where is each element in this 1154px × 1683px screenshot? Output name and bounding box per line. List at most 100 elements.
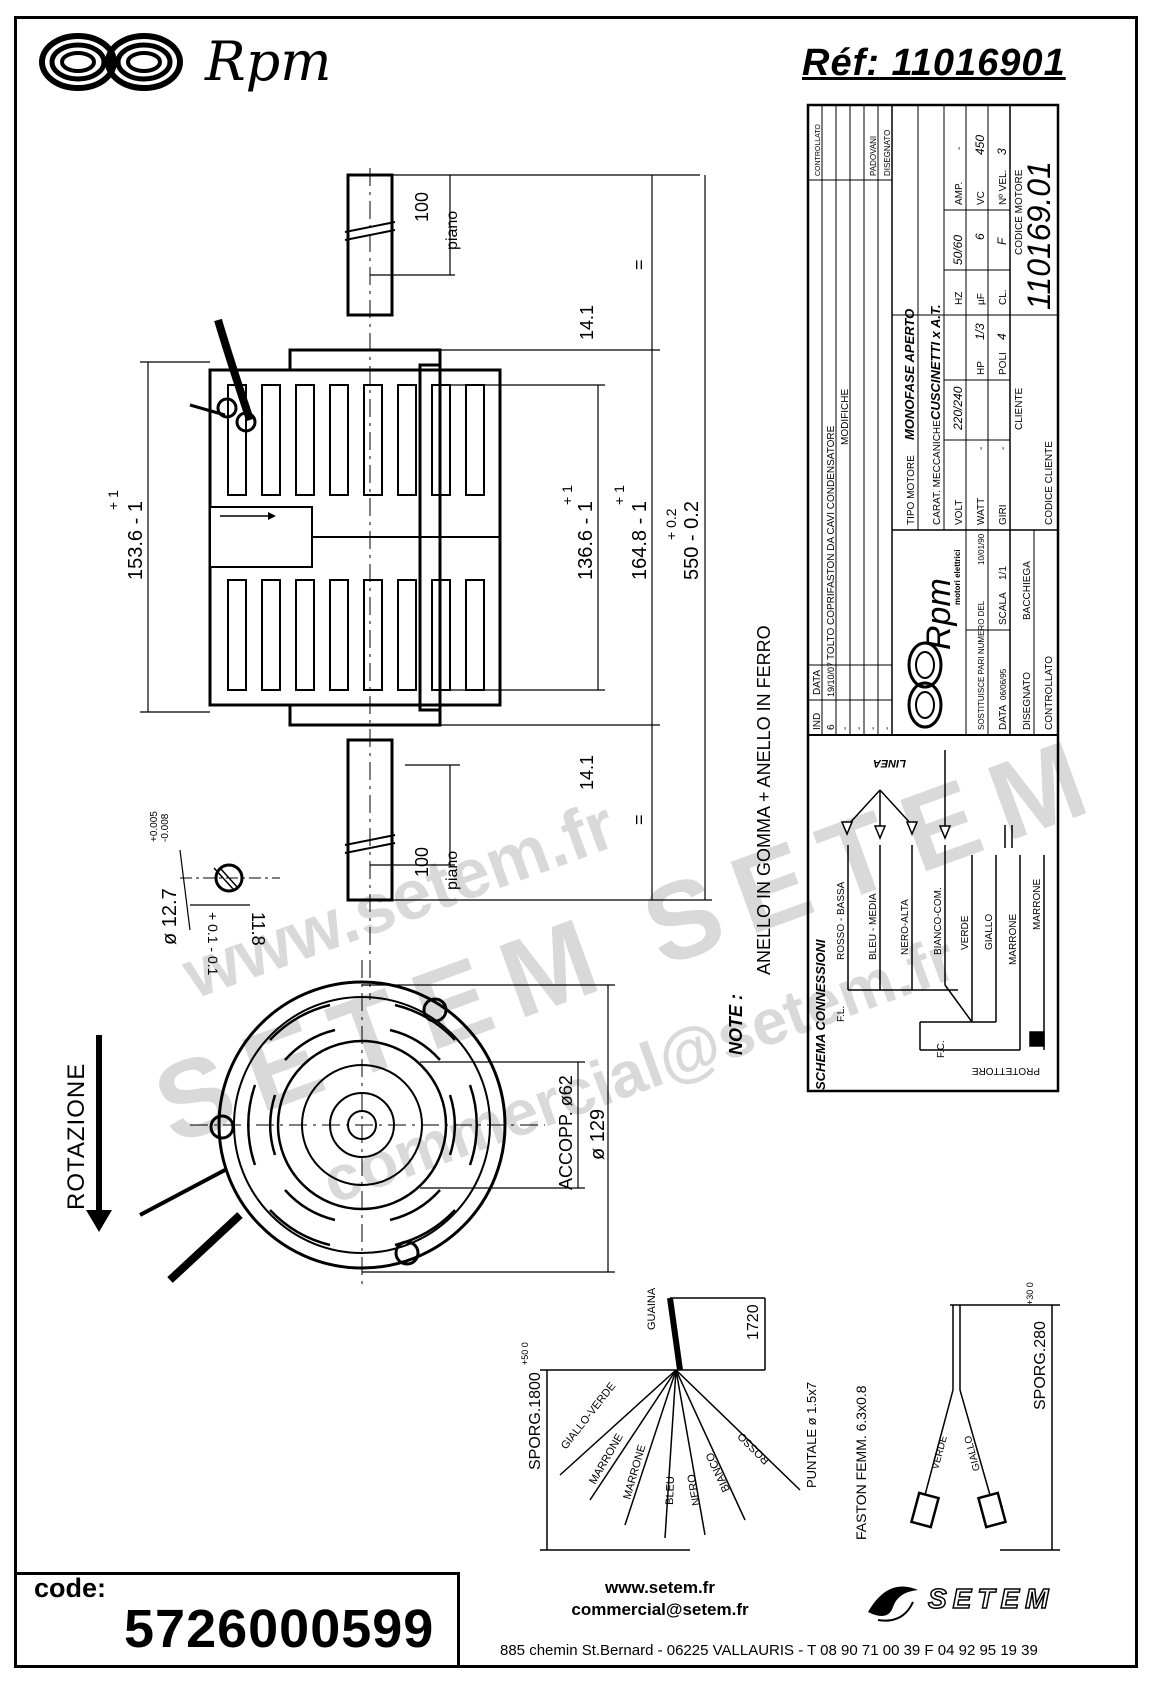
lead-wire-bianco: BIANCO bbox=[704, 1450, 733, 1494]
dim-inner-tol: + 1 bbox=[559, 485, 575, 505]
tb-ind-4: - bbox=[868, 727, 879, 730]
title-block-text: IND 6 - - - - DATA 19/10/07 TOLTO COPRIF… bbox=[812, 124, 1057, 730]
setem-logo-icon: SETEM bbox=[868, 1582, 1049, 1622]
dim-shaft-tol-bottom: -0.008 bbox=[160, 813, 171, 842]
dim-bottom-gap: 14.1 bbox=[577, 755, 597, 790]
tb-disegnato-value: BACCHIEGA bbox=[1022, 561, 1033, 620]
schema-text: SCHEMA CONNESSIONI LINEA ROSSO - BASSA B… bbox=[813, 757, 1043, 1090]
lead-sporg: SPORG.1800 bbox=[527, 1372, 544, 1470]
tb-hp-label: HP bbox=[976, 361, 987, 375]
schema-wire-verde: VERDE bbox=[960, 915, 971, 950]
note-title: NOTE : bbox=[726, 994, 746, 1055]
schema-wire-bianco: BIANCO-COM. bbox=[933, 887, 944, 955]
tb-cl-value: F bbox=[995, 237, 1009, 245]
tb-logo-sub: motori elettrici bbox=[953, 549, 962, 605]
note-text: ANELLO IN GOMMA + ANELLO IN FERRO bbox=[754, 625, 774, 975]
cap-wire-verde: VERDE bbox=[930, 1434, 950, 1470]
tb-poli-label: POLI bbox=[998, 352, 1009, 375]
tb-ind-value: 6 bbox=[826, 724, 837, 730]
tb-date-label: DATA bbox=[812, 669, 823, 695]
footer-website[interactable]: www.setem.fr bbox=[605, 1578, 715, 1597]
dim-shaft-diameter: ø 12.7 bbox=[159, 888, 181, 945]
reference-number: 11016901 bbox=[891, 42, 1066, 84]
tb-data-label: DATA bbox=[998, 704, 1009, 730]
tb-data-value: 06/06/95 bbox=[999, 668, 1008, 700]
lead-length: 1720 bbox=[745, 1304, 762, 1340]
schema-protettore: PROTETTORE bbox=[972, 1065, 1040, 1076]
code-label: code: bbox=[34, 1573, 107, 1603]
lead-wire-marrone-2: MARRONE bbox=[621, 1443, 648, 1500]
tb-volt-value: 220/240 bbox=[951, 386, 965, 431]
dim-body-diameter: 153.6 - 1 bbox=[125, 501, 147, 580]
tb-checked-label: CONTROLLATO bbox=[815, 124, 822, 176]
tb-giri-value: - bbox=[998, 447, 1009, 450]
rotation-label: ROTAZIONE bbox=[63, 1063, 90, 1210]
tb-cliente-label: CLIENTE bbox=[1014, 387, 1025, 430]
tb-nvel-label: Nº VEL. bbox=[998, 170, 1009, 205]
dim-piano-top: piano bbox=[444, 211, 461, 250]
dim-equal-bottom: = bbox=[629, 814, 649, 825]
reference-label: Réf: bbox=[802, 42, 880, 84]
motor-side-view bbox=[189, 168, 502, 1000]
code-box bbox=[16, 1572, 460, 1668]
tb-ind-2: - bbox=[840, 727, 851, 730]
tb-logo-text: Rpm bbox=[920, 578, 958, 650]
tb-tipo-value: MONOFASE APERTO bbox=[902, 309, 917, 440]
tb-cl-label: CL. bbox=[998, 289, 1009, 305]
lead-wire-rosso: ROSSO bbox=[735, 1429, 772, 1466]
schema-fc: F.C. bbox=[936, 1040, 947, 1058]
dim-outer-tol: + 1 bbox=[611, 485, 627, 505]
tb-sostituisce-date: 10/01/90 bbox=[977, 533, 986, 565]
dim-equal-top: = bbox=[629, 259, 649, 270]
schema-wire-bleu: BLEU - MEDIA bbox=[868, 893, 879, 960]
tb-uf-label: µF bbox=[976, 293, 987, 305]
tb-amp-label: AMP. bbox=[954, 182, 965, 205]
lead-sporg-tol: +50 0 bbox=[520, 1342, 530, 1365]
dim-flat: 11.8 bbox=[248, 912, 268, 946]
tb-ind-label: IND bbox=[812, 713, 823, 730]
schema-wire-nero: NERO-ALTA bbox=[900, 899, 911, 955]
schema-wire-marrone-1: MARRONE bbox=[1008, 914, 1019, 965]
tb-nvel-value: 3 bbox=[995, 148, 1009, 155]
lead-wire-nero: NERO bbox=[686, 1473, 703, 1507]
tb-codice-cliente-label: CODICE CLIENTE bbox=[1044, 441, 1055, 525]
reference: Réf: 11016901 bbox=[802, 42, 1066, 85]
cap-wire-giallo: GIALLO bbox=[963, 1434, 983, 1472]
tb-rev-date: 19/10/07 bbox=[826, 662, 836, 697]
tb-volt-label: VOLT bbox=[954, 500, 965, 525]
cap-faston: FASTON FEMM. 6.3x0.8 bbox=[853, 1385, 869, 1540]
tb-codice-motore-label: CODICE MOTORE bbox=[1014, 169, 1025, 255]
tb-carat-value: CUSCINETTI x A.T. bbox=[928, 304, 943, 420]
tb-watt-label: WATT bbox=[976, 498, 987, 525]
tb-hz-value: 50/60 bbox=[951, 235, 965, 265]
footer-address: 885 chemin St.Bernard - 06225 VALLAURIS … bbox=[500, 1642, 1038, 1659]
tb-rev-mod: TOLTO COPRIFASTON DA CAVI CONDENSATORE bbox=[826, 425, 837, 660]
tb-vc-value: 450 bbox=[973, 135, 987, 155]
tb-giri-label: GIRI bbox=[998, 504, 1009, 525]
schema-linea: LINEA bbox=[873, 757, 906, 769]
brand-name: Rpm bbox=[205, 30, 332, 93]
dim-flat-tol: + 0.1 - 0.1 bbox=[205, 912, 221, 976]
tb-watt-value: - bbox=[976, 447, 987, 450]
tb-ind-3: - bbox=[854, 727, 865, 730]
tb-ind-5: - bbox=[882, 727, 893, 730]
dim-total-tol: + 0.2 bbox=[663, 508, 679, 540]
lead-puntale: PUNTALE ø 1.5x7 bbox=[804, 1382, 819, 1488]
tb-disegnato-label: DISEGNATO bbox=[1022, 672, 1033, 730]
tb-scala-label: SCALA bbox=[998, 592, 1009, 625]
tb-uf-value: 6 bbox=[973, 233, 987, 240]
footer-email[interactable]: commercial@setem.fr bbox=[571, 1600, 749, 1619]
schema-wire-marrone-2: MARRONE bbox=[1032, 879, 1043, 930]
dim-inner-length: 136.6 - 1 bbox=[575, 501, 597, 580]
tb-drawn-label: DISEGNATO bbox=[883, 130, 892, 176]
shaft-section bbox=[179, 849, 280, 931]
dim-accopp: ACCOPP. ø62 bbox=[556, 1075, 576, 1190]
tb-sostituisce: SOSTITUISCE PARI NUMERO DEL bbox=[977, 600, 986, 730]
dim-body-tol: + 1 bbox=[105, 490, 121, 510]
dim-outer-length: 164.8 - 1 bbox=[629, 501, 651, 580]
tb-carat-label: CARAT. MECCANICHE bbox=[932, 420, 943, 525]
tb-codice-motore-value: 110169.01 bbox=[1021, 161, 1057, 310]
tb-hz-label: HZ bbox=[954, 292, 965, 305]
front-dimensions bbox=[362, 984, 615, 1273]
connection-schema bbox=[840, 750, 1045, 1051]
